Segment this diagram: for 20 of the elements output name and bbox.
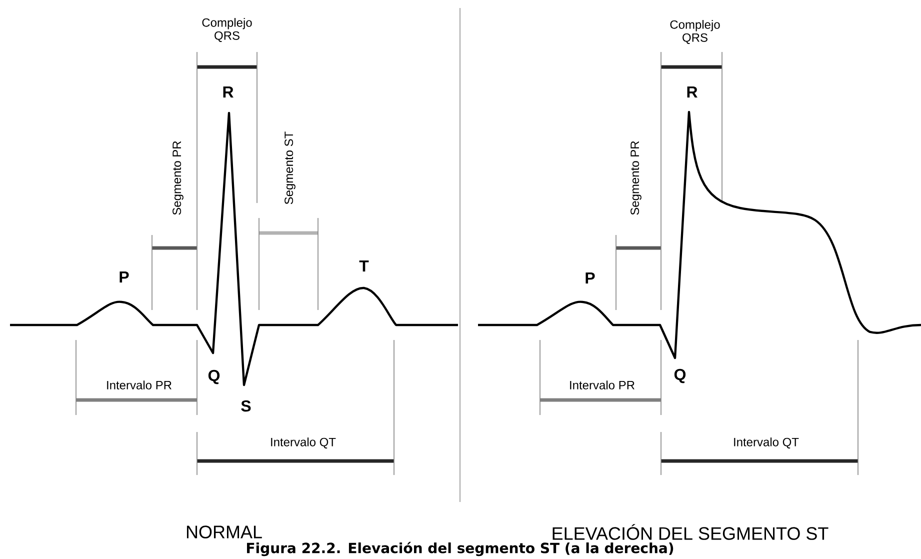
wave-letter: T xyxy=(359,260,369,272)
panel-title: ELEVACIÓN DEL SEGMENTO ST xyxy=(552,524,828,540)
segment-label: Segmento ST xyxy=(284,132,296,204)
wave-letter: Q xyxy=(208,370,220,384)
text-label: Complejo QRS xyxy=(670,20,720,44)
wave-letter: Q xyxy=(674,368,686,384)
wave-letter: P xyxy=(120,272,129,282)
text-label: Complejo QRS xyxy=(202,18,252,42)
interval-label: Intervalo PR xyxy=(107,380,172,390)
figure-caption: Figura 22.2. Elevación del segmento ST (a la derecha) xyxy=(247,542,674,556)
interval-label: Intervalo QT xyxy=(271,438,336,448)
wave-letter: R xyxy=(687,86,698,98)
wave-letter: S xyxy=(241,400,251,412)
wave-letter: P xyxy=(586,272,595,284)
panel-title: NORMAL xyxy=(186,526,262,538)
segment-label: Segmento PR xyxy=(172,141,184,215)
segment-label: Segmento PR xyxy=(630,141,642,215)
wave-letter: R xyxy=(223,86,234,98)
interval-label: Intervalo QT xyxy=(734,438,799,448)
interval-label: Intervalo PR xyxy=(570,380,634,390)
